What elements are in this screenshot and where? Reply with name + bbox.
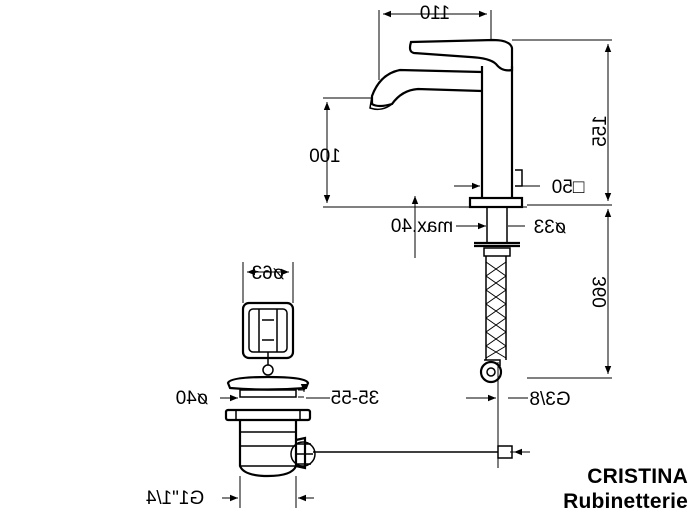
dim-110-label: 110 (420, 3, 450, 24)
brand-subtitle: Rubinetterie (563, 490, 688, 513)
dim-max-40-label: max.40 (391, 216, 453, 237)
braided-hose (479, 256, 507, 384)
dim-dia-63-label: ø63 (252, 263, 285, 284)
pop-up-waste (224, 301, 513, 478)
dim-360-label: 360 (590, 276, 611, 308)
dim-square-50-label: □50 (552, 177, 585, 198)
dim-g38-label: G3/8 (529, 389, 570, 410)
brand-name: CRISTINA (587, 465, 688, 488)
dimension-lines (220, 10, 612, 508)
dim-dia-33-label: ø33 (534, 217, 567, 238)
dim-100-label: 100 (309, 146, 341, 167)
dim-g114-label: G1"1/4 (145, 488, 204, 509)
dim-dia-40-label: ø40 (176, 388, 209, 409)
dim-155-label: 155 (590, 115, 611, 147)
dim-35-55-label: 35-55 (331, 388, 380, 409)
faucet-body (369, 38, 527, 384)
